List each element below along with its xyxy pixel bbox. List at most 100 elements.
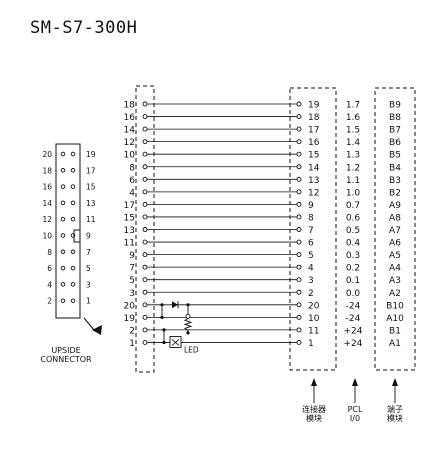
connector-pin-label-right: 5: [86, 264, 91, 273]
left-pin-terminal: [142, 176, 148, 182]
right-pin-terminal: [296, 252, 302, 258]
right-pin-terminal: [296, 114, 302, 120]
terminal-label: A6: [389, 239, 401, 249]
right-pin-label: 9: [308, 201, 314, 211]
left-pin-label: 13: [124, 226, 135, 236]
left-pin-label: 4: [129, 188, 135, 198]
connector-caption-line1: UPSIDE: [51, 346, 81, 355]
left-pin-terminal: [142, 239, 148, 245]
right-pin-terminal: [296, 101, 302, 107]
terminal-label: B2: [389, 188, 401, 198]
terminal-label: A5: [389, 251, 401, 261]
left-pin-label: 10: [124, 151, 136, 161]
left-pin-terminal: [142, 302, 148, 308]
right-pin-terminal: [296, 340, 302, 345]
right-pin-label: 10: [308, 314, 320, 324]
terminal-label: B9: [389, 101, 401, 111]
left-pin-label: 9: [129, 251, 135, 261]
left-pin-terminal: [142, 101, 148, 107]
caption-connector-module: 连接器 模块: [302, 405, 326, 423]
right-pin-terminal: [296, 189, 302, 195]
diode-symbol: [172, 301, 178, 309]
connector-pin: [70, 216, 76, 222]
connector-pin: [70, 265, 76, 271]
right-pin-label: 6: [308, 239, 314, 249]
right-pin-label: 7: [308, 226, 314, 236]
plc-io-address: 0.7: [346, 201, 360, 211]
left-connector-box: [135, 85, 155, 373]
right-pin-label: 13: [308, 176, 319, 186]
plc-io-address: 0.2: [346, 264, 360, 274]
right-pin-label: 14: [308, 163, 320, 173]
left-pin-terminal: [142, 227, 148, 232]
terminal-label: B8: [389, 113, 401, 123]
right-pin-terminal: [296, 314, 302, 320]
left-pin-label: 1: [129, 339, 135, 349]
left-pin-label: 6: [129, 176, 135, 186]
plc-io-address: +24: [344, 326, 363, 336]
right-pin-label: 5: [308, 251, 314, 261]
left-pin-terminal: [142, 264, 148, 270]
connector-pin: [60, 282, 66, 287]
terminal-label: B5: [389, 151, 401, 161]
connector-pin: [70, 249, 76, 255]
right-pin-terminal: [296, 277, 302, 283]
right-pin-terminal: [296, 327, 302, 333]
connector-pin: [60, 168, 66, 173]
left-pin-terminal: [142, 114, 148, 120]
right-pin-label: 4: [308, 264, 314, 274]
plc-io-address: 1.6: [346, 113, 361, 123]
left-pin-label: 16: [124, 113, 136, 123]
connector-pin-label-right: 15: [86, 183, 96, 192]
junction-dot: [186, 331, 190, 335]
terminal-label: A8: [389, 213, 401, 223]
connector-pin-label-left: 12: [42, 215, 52, 224]
connector-pin-label-right: 9: [86, 232, 91, 241]
left-pin-label: 11: [124, 239, 135, 249]
led-mark: [171, 339, 180, 346]
left-pin-label: 12: [124, 138, 135, 148]
plc-io-address: 1.0: [346, 188, 361, 198]
connector-pin-label-left: 18: [42, 166, 52, 175]
connector-pin-label-right: 7: [86, 248, 91, 257]
left-pin-terminal: [142, 164, 148, 170]
plc-io-address: 0.0: [346, 289, 361, 299]
plc-io-address: 1.5: [346, 126, 360, 136]
connector-module-arrow-head: [311, 378, 317, 386]
left-pin-label: 15: [124, 213, 135, 223]
connector-pin: [70, 184, 76, 189]
right-pin-terminal: [296, 214, 302, 220]
connector-pin: [70, 151, 76, 157]
right-pin-label: 2: [308, 289, 314, 299]
terminal-label: A2: [389, 289, 401, 299]
led-label: LED: [184, 345, 199, 354]
connector-pin: [70, 168, 76, 173]
junction-dot: [162, 328, 166, 332]
right-pin-label: 11: [308, 326, 319, 336]
right-pin-label: 1: [308, 339, 314, 349]
left-pin-label: 14: [124, 126, 136, 136]
terminal-label: A7: [389, 226, 401, 236]
connector-body: [55, 143, 81, 319]
junction-dot: [160, 303, 164, 307]
left-pin-label: 8: [129, 163, 135, 173]
right-pin-terminal: [296, 302, 302, 308]
left-pin-terminal: [142, 314, 148, 320]
connector-pin: [60, 184, 66, 189]
terminal-label: B3: [389, 176, 401, 186]
terminal-label: B6: [389, 138, 401, 148]
terminal-label: A3: [389, 276, 401, 286]
right-pin-label: 18: [308, 113, 320, 123]
left-pin-terminal: [142, 151, 148, 157]
plc-io-address: 1.1: [346, 176, 360, 186]
connector-pin: [60, 265, 66, 271]
connector-caption: UPSIDE CONNECTOR: [36, 346, 96, 364]
plc-io-address: 1.7: [346, 101, 360, 111]
right-pin-terminal: [296, 227, 302, 232]
right-pin-terminal: [296, 289, 302, 295]
connector-pin-label-right: 3: [86, 280, 91, 289]
plc-io-address: 1.4: [346, 138, 361, 148]
led-branch-node: [185, 313, 191, 319]
plc-io-address: +24: [344, 339, 363, 349]
left-pin-terminal: [142, 340, 148, 345]
